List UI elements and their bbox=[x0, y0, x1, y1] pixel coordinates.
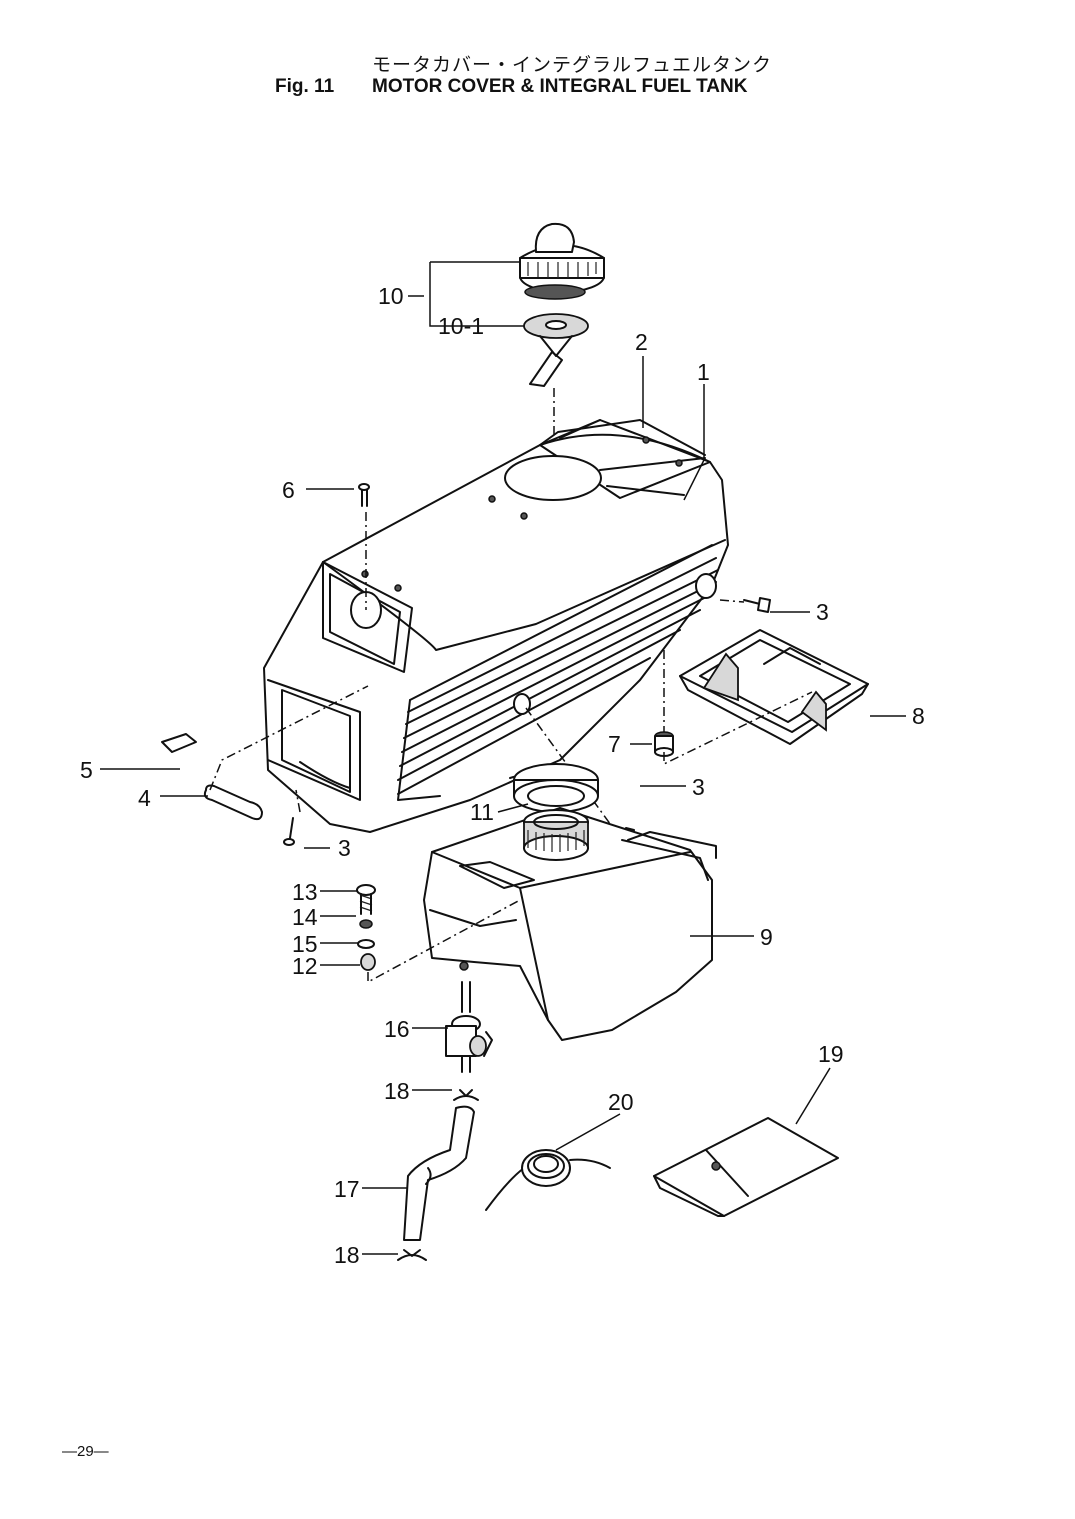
callout-10: 10 bbox=[378, 283, 404, 309]
title-japanese: モータカバー・インテグラルフュエルタンク bbox=[372, 54, 773, 76]
bolt-stack-part bbox=[356, 884, 376, 971]
spring-20-part bbox=[485, 1149, 611, 1211]
callout-11: 11 bbox=[470, 799, 494, 825]
page-number: —29— bbox=[62, 1443, 109, 1460]
callout-13: 13 bbox=[292, 879, 318, 905]
pad-19-part bbox=[653, 1117, 839, 1217]
leader-lines bbox=[100, 261, 906, 1255]
figure-number: Fig. 11 bbox=[275, 76, 335, 97]
callout-5: 5 bbox=[80, 757, 93, 783]
callout-2: 2 bbox=[635, 329, 648, 355]
tray-8-part bbox=[679, 629, 869, 745]
motor-cover-part bbox=[263, 419, 729, 833]
callout-18-top: 18 bbox=[384, 1078, 410, 1104]
callout-19: 19 bbox=[818, 1041, 844, 1067]
plate-5-part bbox=[161, 733, 197, 753]
callout-12: 12 bbox=[292, 953, 318, 979]
centerline-bolt bbox=[367, 899, 521, 984]
clamp-18-top-part bbox=[453, 1089, 479, 1101]
seal-ring-11-part bbox=[513, 763, 599, 813]
callout-1: 1 bbox=[697, 359, 710, 385]
callout-3-left: 3 bbox=[338, 835, 351, 861]
centerline-grommet bbox=[663, 650, 813, 766]
fuel-cock-16-part bbox=[445, 981, 493, 1073]
plate-4-part bbox=[203, 784, 263, 821]
callout-3-right: 3 bbox=[816, 599, 829, 625]
hose-17-part bbox=[403, 1105, 475, 1241]
callout-labels: 1 2 3 3 3 4 5 6 7 8 9 10 10-1 11 12 13 1… bbox=[80, 283, 925, 1268]
title-english: MOTOR COVER & INTEGRAL FUEL TANK bbox=[372, 76, 748, 97]
callout-9: 9 bbox=[760, 924, 773, 950]
callout-8: 8 bbox=[912, 703, 925, 729]
callout-10-1: 10-1 bbox=[438, 313, 484, 339]
screw-6-part bbox=[358, 483, 370, 507]
centerline-screw3-left bbox=[295, 789, 301, 813]
callout-18-bottom: 18 bbox=[334, 1242, 360, 1268]
callout-20: 20 bbox=[608, 1089, 634, 1115]
callout-7: 7 bbox=[608, 731, 621, 757]
centerline-screw3-right bbox=[719, 599, 745, 603]
callout-14: 14 bbox=[292, 904, 318, 930]
callout-17: 17 bbox=[334, 1176, 360, 1202]
fuel-tank-part bbox=[423, 807, 717, 1041]
centerline-plate bbox=[209, 685, 369, 791]
fuel-cap-part bbox=[519, 222, 605, 300]
callout-6: 6 bbox=[282, 477, 295, 503]
strainer-part bbox=[523, 313, 589, 387]
callout-15: 15 bbox=[292, 931, 318, 957]
callout-16: 16 bbox=[384, 1016, 410, 1042]
callout-4: 4 bbox=[138, 785, 151, 811]
clamp-18-bottom-part bbox=[397, 1249, 427, 1261]
callout-3-middle: 3 bbox=[692, 774, 705, 800]
